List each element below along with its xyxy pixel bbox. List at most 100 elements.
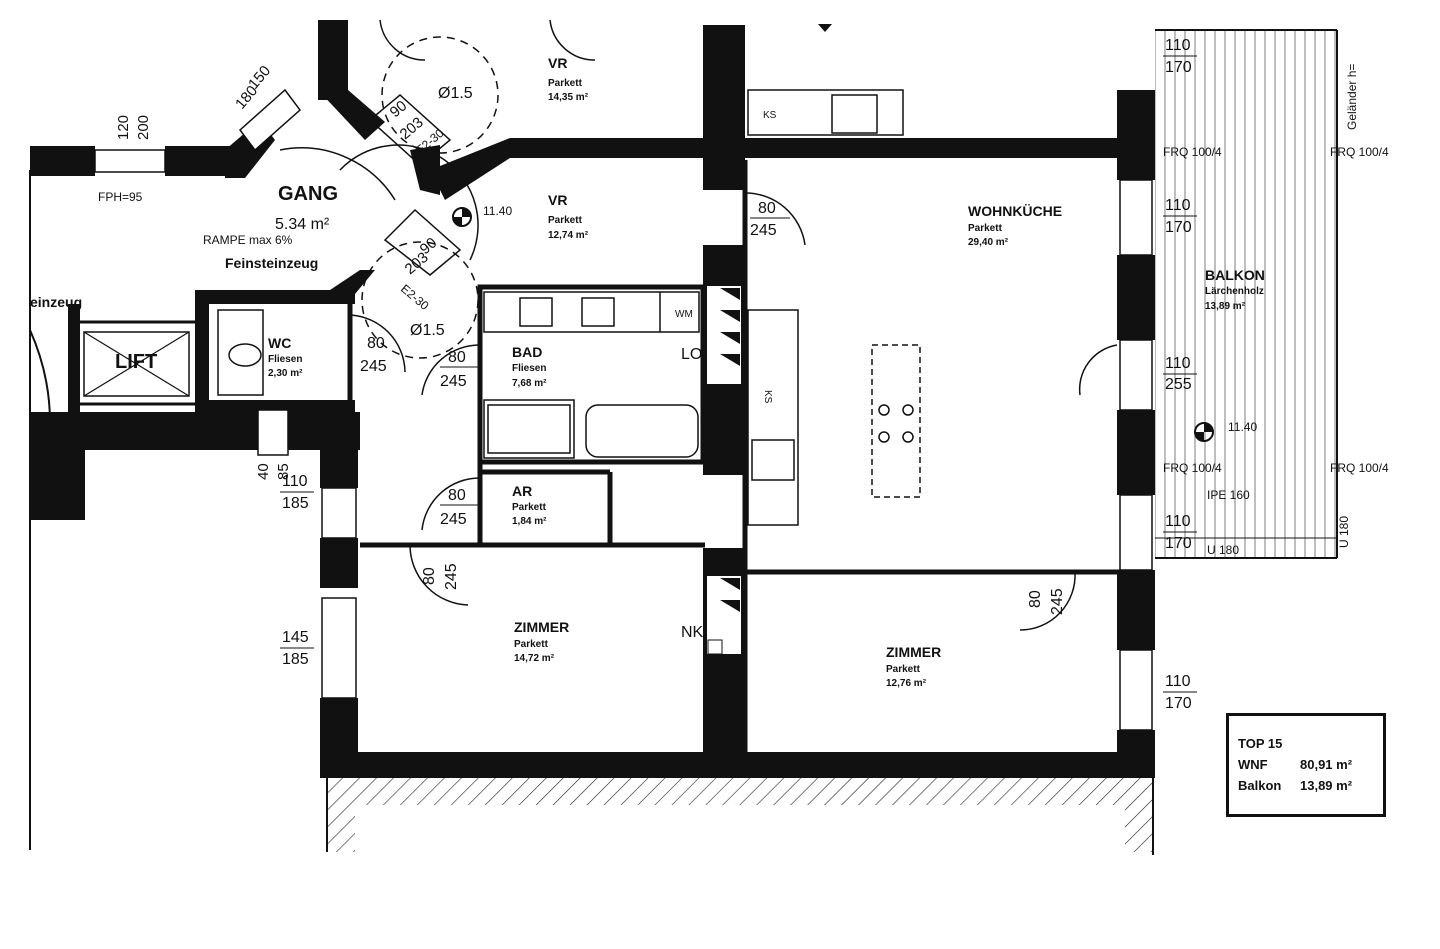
svg-text:110: 110 [1165,513,1191,530]
room-wohnkueche-area: 29,40 m² [968,237,1009,248]
level-value-1: 11.40 [483,204,512,218]
room-gang-name: GANG [278,183,338,205]
summary-title-text: TOP 15 [1238,736,1283,751]
summary-label: WNF [1238,757,1268,772]
svg-text:245: 245 [440,511,467,528]
svg-text:80: 80 [367,335,385,352]
summary-row-wnf: WNF 80,91 m² [1238,754,1383,775]
svg-text:80: 80 [448,349,466,366]
svg-text:255: 255 [1165,376,1192,393]
room-vr-floor: Parkett [548,215,583,226]
area-summary-box: TOP 15 WNF 80,91 m² Balkon 13,89 m² [1226,713,1386,817]
svg-text:E2-30: E2-30 [398,282,432,314]
room-zimmer2-area: 12,76 m² [886,678,927,689]
room-zimmer1-name: ZIMMER [514,619,569,635]
balcony-deck [1155,30,1337,558]
thin-walls [347,160,1120,760]
room-vr-area: 12,74 m² [548,230,589,241]
tag-frq-3: FRQ 100/4 [1163,461,1222,475]
kitchen-fixtures [747,89,921,526]
svg-text:200: 200 [135,115,152,140]
svg-text:185: 185 [282,495,309,512]
svg-text:80: 80 [421,567,438,585]
diameter-2: Ø1.5 [410,322,445,339]
room-balkon-area: 13,89 m² [1205,301,1246,312]
tag-gelaender: Geländer h= [1345,64,1359,130]
svg-text:170: 170 [1165,535,1192,552]
room-zimmer1-floor: Parkett [514,639,549,650]
tag-frq-2: FRQ 100/4 [1330,145,1389,159]
svg-text:245: 245 [1049,588,1066,615]
svg-text:80: 80 [758,200,776,217]
room-wohnkueche-name: WOHNKÜCHE [968,203,1062,219]
arrow-mark [818,24,832,32]
room-wc-floor: Fliesen [268,354,302,365]
shafts [257,284,743,656]
diameter-1: Ø1.5 [438,85,473,102]
lift-label: LIFT [115,351,157,373]
svg-text:185: 185 [282,651,309,668]
summary-value: 13,89 m² [1300,778,1353,793]
tag-frq-1: FRQ 100/4 [1163,145,1222,159]
room-wohnkueche-floor: Parkett [968,223,1003,234]
tag-wm: WM [675,309,693,320]
room-wc-area: 2,30 m² [268,368,303,379]
dimensions-right: 110 170 110 170 110 255 110 170 110 170 [1163,37,1197,712]
room-vr-top-name: VR [548,55,567,71]
room-zimmer1-area: 14,72 m² [514,653,555,664]
tag-frq-4: FRQ 100/4 [1330,461,1389,475]
level-markers [452,207,1214,442]
summary-value: 80,91 m² [1300,757,1353,772]
svg-text:245: 245 [443,563,460,590]
svg-text:170: 170 [1165,219,1192,236]
svg-text:110: 110 [1165,673,1191,690]
door-swings [279,19,1118,631]
svg-text:80: 80 [1027,590,1044,608]
threshold-steps [368,94,462,276]
walls [30,20,1155,778]
dimensions-left: 110 185 145 185 40 85 120 200 150 180 [115,62,314,668]
left-floor-fragment: einzeug [30,294,82,310]
gang-ramp-note: RAMPE max 6% [203,233,293,247]
level-value-2: 11.40 [1228,420,1257,434]
svg-text:145: 145 [282,629,309,646]
summary-title: TOP 15 [1238,733,1383,754]
svg-text:170: 170 [1165,59,1192,76]
room-ar-name: AR [512,483,532,499]
svg-text:110: 110 [282,473,308,490]
room-vr-name: VR [548,192,567,208]
room-bad-name: BAD [512,344,542,360]
room-gang-area: 5.34 m² [275,216,330,233]
svg-text:80: 80 [448,487,466,504]
summary-row-balkon: Balkon 13,89 m² [1238,775,1383,796]
room-zimmer2-name: ZIMMER [886,644,941,660]
tag-ipe: IPE 160 [1207,488,1250,502]
fph-label: FPH=95 [98,190,143,204]
tag-nk: NK [681,624,704,641]
svg-text:245: 245 [750,222,777,239]
room-wc-name: WC [268,335,291,351]
tag-ks-kitchen: KS [762,390,773,404]
room-bad-floor: Fliesen [512,363,546,374]
tag-ks-top: KS [763,110,777,121]
room-balkon-name: BALKON [1205,267,1265,283]
svg-text:40: 40 [255,463,272,480]
bath-fixtures [217,291,700,459]
svg-text:170: 170 [1165,695,1192,712]
room-ar-floor: Parkett [512,502,547,513]
svg-text:110: 110 [1165,37,1191,54]
svg-text:245: 245 [360,358,387,375]
room-zimmer2-floor: Parkett [886,664,921,675]
summary-label: Balkon [1238,778,1282,793]
tag-lo: LO [681,346,702,363]
svg-text:110: 110 [1165,355,1191,372]
tag-u180-side: U 180 [1337,516,1351,548]
windows [94,88,1153,731]
svg-text:120: 120 [115,115,132,140]
tag-u180-bottom: U 180 [1207,543,1239,557]
svg-text:110: 110 [1165,197,1191,214]
svg-text:85: 85 [275,463,292,480]
room-balkon-floor: Lärchenholz [1205,286,1264,297]
svg-text:245: 245 [440,373,467,390]
